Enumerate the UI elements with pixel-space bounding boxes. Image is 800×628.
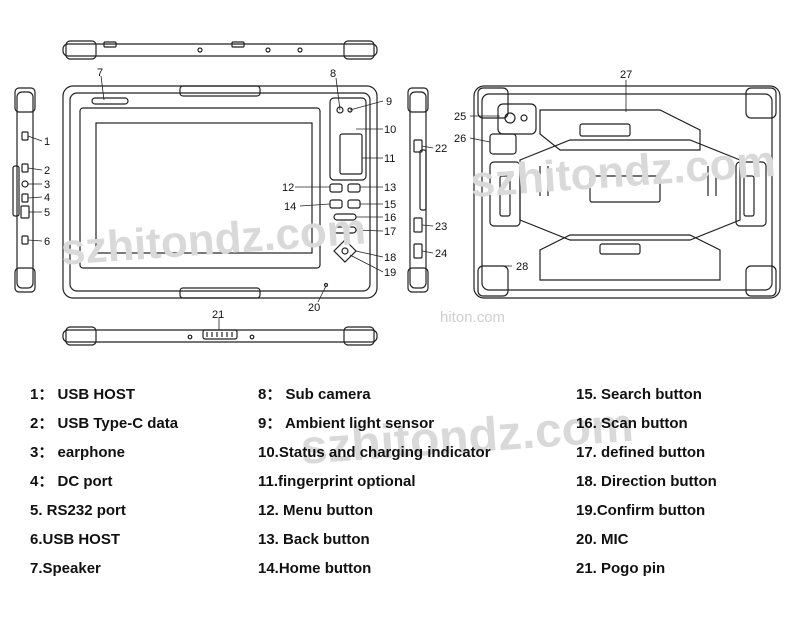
tablet-diagram: szhitondz.com szhitondz.com hiton.com 1 … [12, 40, 781, 346]
callout-13: 13 [384, 182, 396, 194]
legend-item-3: 3： earphone [30, 444, 126, 461]
legend-item-12: 12. Menu button [258, 502, 373, 519]
callout-18: 18 [384, 252, 396, 264]
callout-19: 19 [384, 267, 396, 279]
legend-item-8: 8： Sub camera [258, 386, 371, 403]
legend-item-18: 18. Direction button [576, 473, 717, 490]
callout-12: 12 [282, 182, 294, 194]
callout-labels: 1 2 3 4 5 6 7 8 9 10 11 12 13 14 15 16 1… [44, 67, 632, 321]
legend-item-21: 21. Pogo pin [576, 560, 666, 577]
callout-10: 10 [384, 124, 396, 136]
legend-item-4: 4： DC port [30, 473, 113, 490]
watermark-top-right: szhitondz.com [469, 137, 777, 207]
legend-item-10: 10.Status and charging indicator [258, 444, 491, 461]
callout-17: 17 [384, 226, 396, 238]
callout-28: 28 [516, 261, 528, 273]
legend-item-16: 16. Scan button [576, 415, 688, 432]
callout-11: 11 [384, 153, 395, 165]
legend-item-1: 1： USB HOST [30, 386, 136, 403]
callout-16: 16 [384, 212, 396, 224]
legend-item-13: 13. Back button [258, 531, 370, 548]
legend-column-3: 15. Search button 16. Scan button 17. de… [576, 380, 717, 583]
callout-5: 5 [44, 207, 50, 219]
legend-item-11: 11.fingerprint optional [258, 473, 416, 490]
front-view [62, 85, 378, 299]
legend-item-14: 14.Home button [258, 560, 372, 577]
legend-item-9: 9： Ambient light sensor [258, 415, 435, 432]
callout-14: 14 [284, 201, 296, 213]
legend-item-19: 19.Confirm button [576, 502, 706, 519]
callout-1: 1 [44, 136, 50, 148]
legend: 1： USB HOST 2： USB Type-C data 3： earpho… [0, 370, 800, 620]
bottom-edge-view [62, 326, 378, 346]
legend-item-20: 20. MIC [576, 531, 629, 548]
callout-27: 27 [620, 69, 632, 81]
callout-7: 7 [97, 67, 103, 79]
callout-21: 21 [212, 309, 224, 321]
callout-24: 24 [435, 248, 447, 260]
callout-3: 3 [44, 179, 50, 191]
right-side-view [407, 87, 429, 293]
legend-item-15: 15. Search button [576, 386, 702, 403]
callout-23: 23 [435, 221, 447, 233]
top-edge-view [62, 40, 378, 60]
callout-9: 9 [386, 96, 392, 108]
callout-4: 4 [44, 192, 50, 204]
legend-item-2: 2： USB Type-C data [30, 415, 179, 432]
legend-column-2: 8： Sub camera 9： Ambient light sensor 10… [258, 380, 491, 583]
legend-column-1: 1： USB HOST 2： USB Type-C data 3： earpho… [30, 380, 178, 583]
callout-6: 6 [44, 236, 50, 248]
leader-lines [27, 75, 627, 330]
legend-item-7: 7.Speaker [30, 560, 101, 577]
callout-2: 2 [44, 165, 50, 177]
watermark-site: hiton.com [440, 309, 505, 326]
legend-item-17: 17. defined button [576, 444, 706, 461]
watermark-top: szhitondz.com [59, 204, 367, 274]
callout-26: 26 [454, 133, 466, 145]
callout-15: 15 [384, 199, 396, 211]
callout-22: 22 [435, 143, 447, 155]
callout-25: 25 [454, 111, 466, 123]
legend-item-6: 6.USB HOST [30, 531, 121, 548]
back-view [473, 85, 781, 299]
callout-8: 8 [330, 68, 336, 80]
left-side-view [12, 87, 36, 293]
legend-item-5: 5. RS232 port [30, 502, 126, 519]
callout-20: 20 [308, 302, 320, 314]
